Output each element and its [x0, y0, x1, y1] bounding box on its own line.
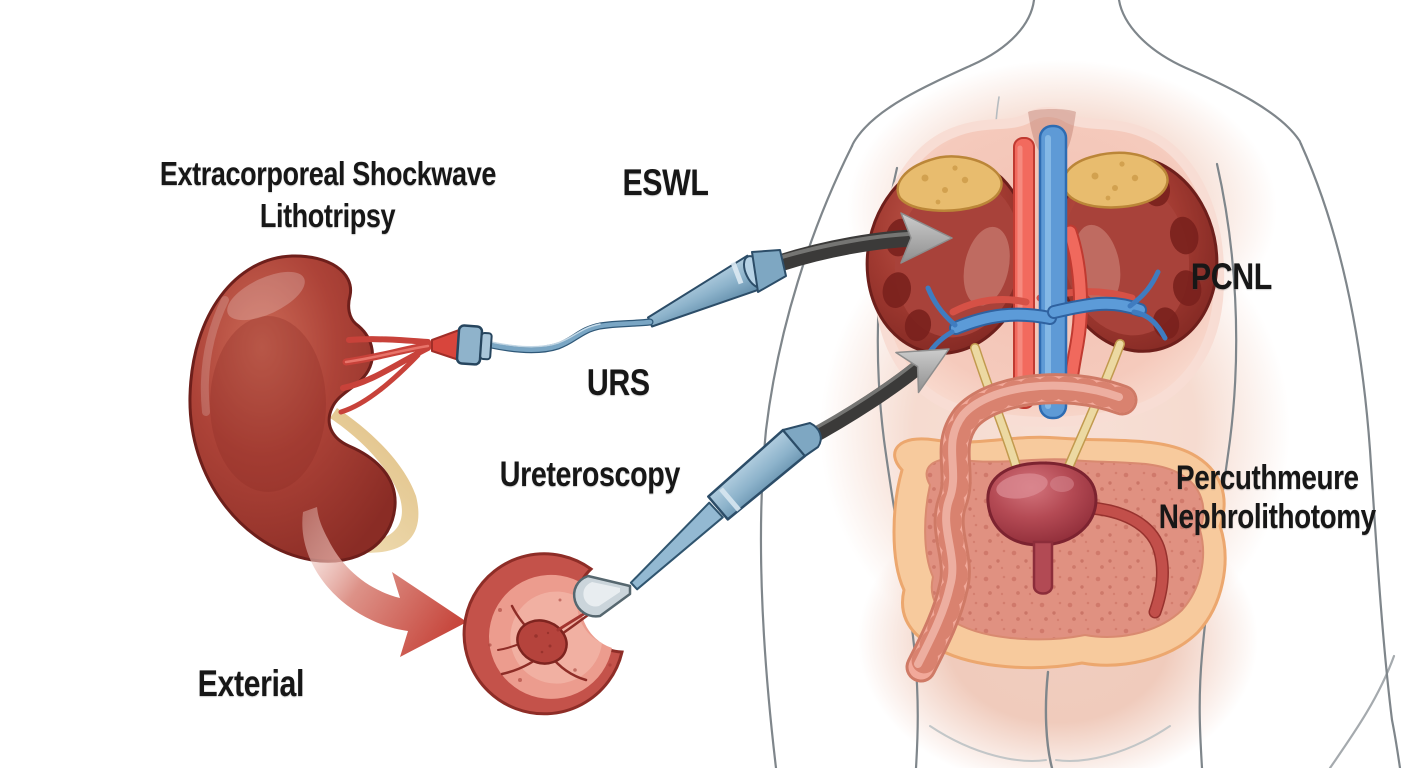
label-pcnl-line2: Nephrolithotomy [1158, 498, 1376, 536]
kidney-body [188, 254, 397, 563]
scope-funnel-tip [572, 574, 632, 618]
colon [905, 373, 1138, 683]
label-eswl-line2: Lithotripsy [259, 197, 396, 234]
bladder-illustration [986, 461, 1098, 595]
kidney-rim-highlight [200, 296, 229, 416]
label-urs-abbr-text: URS [586, 362, 650, 403]
scope-handle [707, 428, 807, 521]
kidney-inner-shading [210, 316, 326, 492]
renal-artery-left [949, 295, 1030, 316]
lower-endoscope-tube [798, 356, 930, 448]
gray-arrow-upper [900, 212, 953, 264]
stone-speckles [534, 631, 552, 654]
red-curved-arrow [302, 507, 467, 657]
bladder-highlight-small [1050, 476, 1074, 492]
adrenal-gland-left [896, 155, 1003, 212]
upper-endoscope [487, 212, 953, 354]
label-eswl-abbr-text: ESWL [621, 162, 708, 203]
label-eswl-abbr: ESWL [565, 162, 765, 204]
adrenal-gland-right [1062, 151, 1169, 209]
eswl-collar [455, 324, 493, 366]
upper-endoscope-tube [771, 229, 921, 272]
eswl-cable [487, 318, 654, 354]
bladder-highlight [996, 473, 1048, 499]
gray-arrow-lower [895, 348, 950, 394]
renal-vein-right [1047, 269, 1168, 341]
ureteroscope [556, 348, 950, 632]
kidney-stone [516, 619, 568, 665]
label-external: Exterial [181, 663, 321, 705]
left-kidney-illustration [188, 254, 493, 563]
label-pcnl-abbr: PCNL [1131, 256, 1331, 298]
eswl-scope-body [647, 249, 787, 328]
crescent-kidney-with-stone [462, 552, 624, 716]
kidney-cross-section [865, 107, 1225, 428]
label-ureteroscopy: Ureteroscopy [480, 455, 700, 495]
label-eswl-full: Extracorporeal Shockwave Lithotripsy [105, 153, 550, 237]
hilum-vessels [338, 336, 434, 415]
renal-sinus [963, 226, 1010, 306]
label-ureteroscopy-text: Ureteroscopy [499, 455, 681, 494]
vas-tube [1085, 501, 1169, 619]
label-pcnl-line1: Percuthmeure [1175, 459, 1359, 497]
bladder-body [986, 461, 1098, 547]
flesh-speckles [488, 598, 612, 682]
aorta [1013, 137, 1035, 409]
scope-shaft [629, 501, 724, 591]
kidney-gloss [227, 271, 305, 321]
renal-vein-left [922, 285, 1057, 363]
handle-ring [719, 487, 741, 512]
label-external-text: Exterial [197, 663, 305, 704]
urethra [1032, 540, 1054, 595]
handle-collar [782, 422, 822, 457]
label-pcnl-full: Percuthmeure Nephrolithotomy [1112, 459, 1408, 537]
label-eswl-line1: Extracorporeal Shockwave [159, 155, 496, 192]
label-pcnl-abbr-text: PCNL [1190, 256, 1272, 297]
label-urs-abbr: URS [518, 362, 718, 404]
